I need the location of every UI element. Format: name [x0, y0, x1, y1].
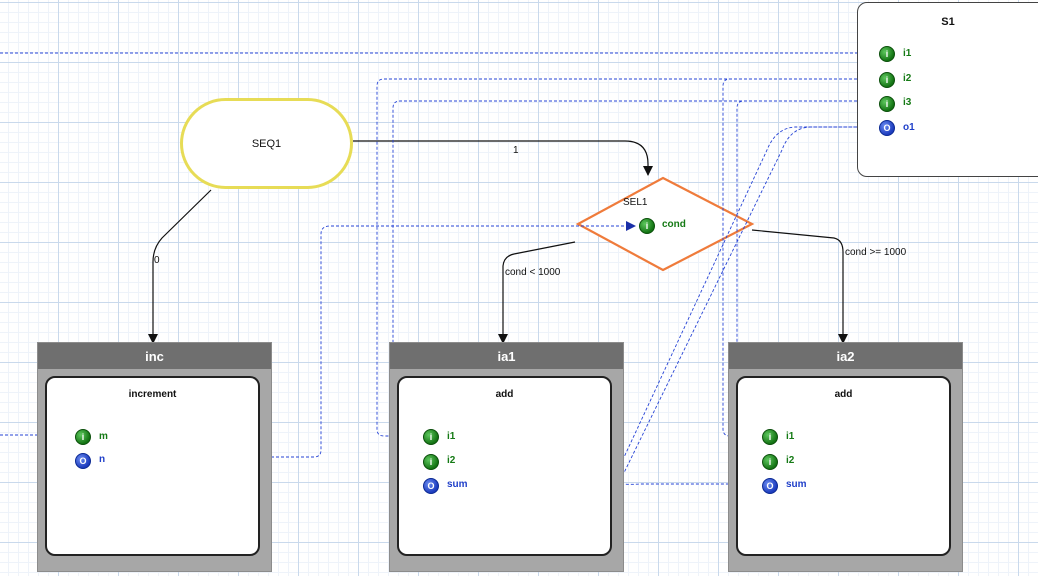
select-label: SEL1 [623, 197, 648, 208]
ia2-port-sum-label: sum [786, 479, 807, 490]
edge-seq-to-inc[interactable] [148, 189, 212, 344]
ia2-port-i1-icon[interactable]: i [762, 429, 778, 445]
component-ia1-body: add i i1 i i2 O sum [397, 376, 612, 556]
s1-port-i3-icon[interactable]: i [879, 96, 895, 112]
ia1-port-sum-icon[interactable]: O [423, 478, 439, 494]
select-cond-port-icon[interactable]: i [639, 218, 655, 234]
sequence-node-seq1[interactable]: SEQ1 [180, 98, 353, 189]
inc-port-n-label: n [99, 454, 106, 465]
component-ia1-title: ia1 [390, 343, 623, 369]
component-inc-type: increment [128, 389, 177, 400]
edge-select-to-ia1[interactable] [498, 241, 576, 344]
select-node-sel1[interactable] [575, 176, 755, 272]
s1-port-o1-icon[interactable]: O [879, 120, 895, 136]
ia1-port-i1-icon[interactable]: i [423, 429, 439, 445]
component-ia1[interactable]: ia1 add i i1 i i2 O sum [389, 342, 624, 572]
s1-port-i2-icon[interactable]: i [879, 72, 895, 88]
sequence-label: SEQ1 [251, 137, 282, 150]
inc-port-m-icon[interactable]: i [75, 429, 91, 445]
wire-ia2-sum-to-s1-o1-b[interactable] [617, 122, 878, 486]
component-inc[interactable]: inc increment i m O n [37, 342, 272, 572]
ia2-port-i2-icon[interactable]: i [762, 454, 778, 470]
wire-s1-i2-to-ia1-i1[interactable] [376, 78, 877, 441]
s1-port-i2-label: i2 [903, 73, 912, 84]
s1-port-i3-label: i3 [903, 97, 912, 108]
s1-port-o1-label: o1 [903, 122, 915, 133]
component-inc-title: inc [38, 343, 271, 369]
wire-ia1-sum-to-s1-o1-a[interactable] [611, 122, 878, 484]
wire-inc-n-to-select-cond[interactable] [176, 221, 636, 458]
edge-select-to-ia2[interactable] [751, 229, 848, 344]
edge-label-seq-to-inc: 0 [154, 255, 160, 266]
edge-label-select-to-ia1: cond < 1000 [505, 267, 561, 278]
ia1-port-sum-label: sum [447, 479, 468, 490]
select-cond-port-label: cond [662, 219, 686, 230]
s1-port-i1-label: i1 [903, 48, 912, 59]
component-ia2-body: add i i1 i i2 O sum [736, 376, 951, 556]
ia2-port-i1-label: i1 [786, 431, 795, 442]
inc-port-n-icon[interactable]: O [75, 453, 91, 469]
component-ia2-type: add [834, 389, 853, 400]
edge-label-seq-to-select: 1 [513, 145, 519, 156]
ia1-port-i2-label: i2 [447, 455, 456, 466]
component-ia2-title: ia2 [729, 343, 962, 369]
edge-label-select-to-ia2: cond >= 1000 [845, 247, 907, 258]
inc-port-m-label: m [99, 431, 108, 442]
s1-title: S1 [941, 16, 955, 28]
ia2-port-sum-icon[interactable]: O [762, 478, 778, 494]
ia2-port-i2-label: i2 [786, 455, 795, 466]
component-inc-body: increment i m O n [45, 376, 260, 556]
component-ia1-type: add [495, 389, 514, 400]
edge-seq-to-select[interactable] [353, 140, 653, 176]
ia1-port-i2-icon[interactable]: i [423, 454, 439, 470]
s1-port-i1-icon[interactable]: i [879, 46, 895, 62]
ia1-port-i1-label: i1 [447, 431, 456, 442]
component-ia2[interactable]: ia2 add i i1 i i2 O sum [728, 342, 963, 572]
state-box-s1[interactable]: S1 i i1 i i2 i i3 O o1 [857, 2, 1038, 177]
